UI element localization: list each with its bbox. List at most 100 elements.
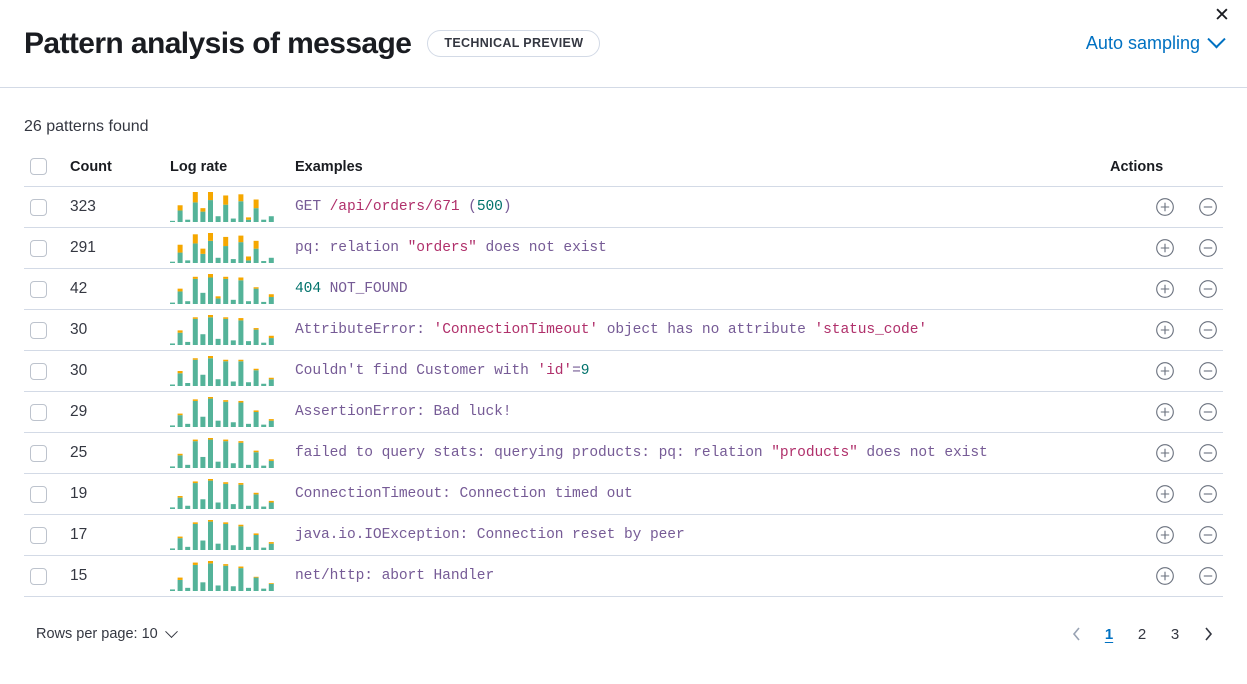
row-checkbox[interactable] xyxy=(30,567,47,585)
select-all-checkbox[interactable] xyxy=(30,158,47,175)
filter-out-value-button[interactable] xyxy=(1193,192,1223,222)
table-row: 29 AssertionError: Bad luck! xyxy=(24,391,1223,433)
row-select-cell xyxy=(24,391,70,433)
row-count: 15 xyxy=(70,555,170,597)
column-header-actions: Actions xyxy=(1110,158,1223,187)
row-checkbox[interactable] xyxy=(30,485,47,503)
row-select-cell xyxy=(24,514,70,556)
auto-sampling-label: Auto sampling xyxy=(1085,33,1200,53)
patterns-found-count: 26 patterns found xyxy=(24,118,149,135)
table-row: 25 failed to query stats: querying produ… xyxy=(24,432,1223,474)
row-checkbox[interactable] xyxy=(30,444,47,462)
table-row: 30 AttributeError: 'ConnectionTimeout' o… xyxy=(24,309,1223,351)
filter-for-value-button[interactable] xyxy=(1150,561,1180,591)
row-actions xyxy=(1110,514,1223,556)
filter-for-value-button[interactable] xyxy=(1150,274,1180,304)
filter-for-value-button[interactable] xyxy=(1150,520,1180,550)
table-row: 42 404 NOT_FOUND xyxy=(24,268,1223,310)
header-left: Pattern analysis of message TECHNICAL PR… xyxy=(24,26,601,61)
filter-out-value-button[interactable] xyxy=(1193,274,1223,304)
row-log-rate xyxy=(170,309,295,351)
table-body: 323 GET /api/orders/671 (500) 291 pq: re… xyxy=(24,186,1223,597)
row-count: 323 xyxy=(70,186,170,228)
row-count: 291 xyxy=(70,227,170,269)
filter-out-value-button[interactable] xyxy=(1193,315,1223,345)
row-example: AttributeError: 'ConnectionTimeout' obje… xyxy=(295,309,1110,351)
row-example: 404 NOT_FOUND xyxy=(295,268,1110,310)
row-actions xyxy=(1110,391,1223,433)
filter-for-value-button[interactable] xyxy=(1150,192,1180,222)
example-token: GET xyxy=(295,199,330,215)
close-icon[interactable]: ✕ xyxy=(1210,3,1234,27)
pagination-page-3[interactable]: 3 xyxy=(1160,619,1190,649)
filter-out-value-button[interactable] xyxy=(1193,356,1223,386)
row-select-cell xyxy=(24,473,70,515)
table-row: 323 GET /api/orders/671 (500) xyxy=(24,186,1223,228)
row-actions xyxy=(1110,350,1223,392)
example-token: object has no attribute xyxy=(598,322,815,338)
row-checkbox[interactable] xyxy=(30,403,47,421)
flyout-body: 26 patterns found Count Log rate Example… xyxy=(0,88,1247,597)
filter-out-value-button[interactable] xyxy=(1193,397,1223,427)
filter-out-value-button[interactable] xyxy=(1193,561,1223,591)
row-actions xyxy=(1110,227,1223,269)
chevron-down-icon xyxy=(1207,30,1226,49)
filter-out-value-button[interactable] xyxy=(1193,438,1223,468)
example-token: does not exist xyxy=(476,240,607,256)
row-log-rate xyxy=(170,473,295,515)
row-example: GET /api/orders/671 (500) xyxy=(295,186,1110,228)
filter-out-value-button[interactable] xyxy=(1193,479,1223,509)
status-badge: TECHNICAL PREVIEW xyxy=(427,29,601,58)
row-select-cell xyxy=(24,227,70,269)
row-checkbox[interactable] xyxy=(30,198,47,216)
example-token: failed to query stats: querying products… xyxy=(295,445,772,461)
row-actions xyxy=(1110,309,1223,351)
row-log-rate xyxy=(170,186,295,228)
example-token: 500 xyxy=(476,199,503,215)
row-actions xyxy=(1110,268,1223,310)
row-checkbox[interactable] xyxy=(30,362,47,380)
row-log-rate xyxy=(170,227,295,269)
row-checkbox[interactable] xyxy=(30,526,47,544)
row-log-rate xyxy=(170,350,295,392)
row-count: 30 xyxy=(70,309,170,351)
row-count: 30 xyxy=(70,350,170,392)
row-example: AssertionError: Bad luck! xyxy=(295,391,1110,433)
row-select-cell xyxy=(24,350,70,392)
row-count: 29 xyxy=(70,391,170,433)
rows-per-page-label: Rows per page: 10 xyxy=(36,626,158,642)
example-token: AssertionError: Bad luck! xyxy=(295,404,512,420)
filter-for-value-button[interactable] xyxy=(1150,233,1180,263)
row-count: 42 xyxy=(70,268,170,310)
filter-for-value-button[interactable] xyxy=(1150,479,1180,509)
rows-per-page-select[interactable]: Rows per page: 10 xyxy=(24,624,178,642)
pagination-page-2[interactable]: 2 xyxy=(1127,619,1157,649)
table-header: Count Log rate Examples Actions xyxy=(24,158,1223,187)
row-checkbox[interactable] xyxy=(30,280,47,298)
row-checkbox[interactable] xyxy=(30,239,47,257)
page-title: Pattern analysis of message xyxy=(24,26,412,60)
filter-for-value-button[interactable] xyxy=(1150,315,1180,345)
row-select-cell xyxy=(24,555,70,597)
example-token: 'status_code' xyxy=(814,322,928,338)
filter-for-value-button[interactable] xyxy=(1150,397,1180,427)
filter-out-value-button[interactable] xyxy=(1193,233,1223,263)
pagination-next-button[interactable] xyxy=(1193,619,1223,649)
row-log-rate xyxy=(170,268,295,310)
row-checkbox[interactable] xyxy=(30,321,47,339)
row-example: failed to query stats: querying products… xyxy=(295,432,1110,474)
example-token: = xyxy=(572,363,581,379)
example-token: net/http: abort Handler xyxy=(295,568,495,584)
auto-sampling-button[interactable]: Auto sampling xyxy=(1085,30,1226,54)
filter-out-value-button[interactable] xyxy=(1193,520,1223,550)
pagination-prev-button[interactable] xyxy=(1061,619,1091,649)
example-token: 404 xyxy=(295,281,321,297)
pagination-page-1[interactable]: 1 xyxy=(1094,619,1124,649)
row-actions xyxy=(1110,186,1223,228)
row-example: net/http: abort Handler xyxy=(295,555,1110,597)
column-header-log-rate: Log rate xyxy=(170,158,295,187)
example-token: /api/orders/671 xyxy=(329,199,460,215)
filter-for-value-button[interactable] xyxy=(1150,356,1180,386)
filter-for-value-button[interactable] xyxy=(1150,438,1180,468)
